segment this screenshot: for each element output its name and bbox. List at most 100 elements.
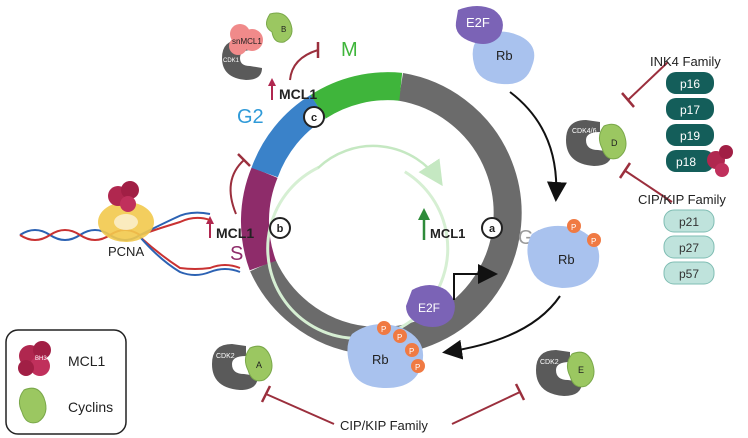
cdk46-cyclind-complex: CDK4/6 D xyxy=(566,120,627,166)
cipkip-family-right: CIP/KIP Family p21 p27 p57 xyxy=(638,192,726,285)
ink4-item-p18 xyxy=(666,150,714,172)
cipkip-item-p57 xyxy=(663,261,715,285)
mcl1-bound-p18-icon xyxy=(707,145,733,177)
marker-a: a xyxy=(481,217,503,239)
s-phase-arc xyxy=(240,167,278,271)
g2-mcl1: MCL1 xyxy=(268,42,320,102)
cdk2-cyclinE-complex: CDK2 E xyxy=(536,350,595,396)
cyclin-a-icon xyxy=(244,345,273,382)
rb-hyperphospho-arrow xyxy=(442,295,561,360)
cipkip-item-p21 xyxy=(663,209,715,233)
e2f-bottom-icon xyxy=(406,285,455,327)
phospho-label: P xyxy=(571,223,576,232)
cdk2-a-label: CDK2 xyxy=(216,353,235,360)
g2-mcl1-label: MCL1 xyxy=(279,86,317,102)
cyclin-b-icon xyxy=(266,12,293,43)
m-phase-arc xyxy=(310,72,403,119)
ink4-item-p16 xyxy=(666,72,714,94)
phase-label-m: M xyxy=(341,39,358,61)
ink4-item-p18-label: p18 xyxy=(676,155,696,169)
phase-label-s: S xyxy=(230,243,243,265)
cipkip-right-title: CIP/KIP Family xyxy=(638,192,726,207)
rb-top-label: Rb xyxy=(496,48,513,63)
cyclin-e-icon xyxy=(566,351,595,388)
legend-mcl1-label: MCL1 xyxy=(68,353,106,369)
legend-cyclins-label: Cyclins xyxy=(68,399,113,415)
cipkip-item-p27 xyxy=(663,235,715,259)
cipkip-item-p27-label: p27 xyxy=(679,241,699,255)
cdk1-label: CDK1 xyxy=(223,58,240,64)
s-mcl1-label: MCL1 xyxy=(216,225,254,241)
marker-c-label: c xyxy=(311,112,317,124)
rb-release-arrow xyxy=(509,91,567,202)
marker-b-label: b xyxy=(277,223,284,235)
pcna-label: PCNA xyxy=(108,244,144,259)
cdk2-a-icon xyxy=(212,344,258,390)
phospho-icon xyxy=(411,359,425,373)
cdk2-cyclina-complex: CDK2 A xyxy=(212,344,273,390)
cipkip-item-p57-label: p57 xyxy=(679,267,699,281)
rb-top-icon xyxy=(472,31,535,85)
e2f-top-icon xyxy=(455,6,503,44)
cipkip-item-p21-label: p21 xyxy=(679,215,699,229)
e2f-bottom: E2F xyxy=(406,264,498,327)
cipkip-bottom-title: CIP/KIP Family xyxy=(340,418,428,433)
rb-bottom-label: Rb xyxy=(372,352,389,367)
cdk46-icon xyxy=(566,120,612,166)
cyclin-d-label: D xyxy=(611,138,618,148)
legend-cyclin-icon xyxy=(18,387,47,424)
marker-b: b xyxy=(269,217,291,239)
cyclin-b-label: B xyxy=(281,25,286,34)
rb-phosphorylated-mid: Rb P P xyxy=(527,219,601,288)
phospho-icon xyxy=(587,233,601,247)
marker-c: c xyxy=(303,106,325,128)
legend-mcl1-icon xyxy=(18,341,51,376)
dna-replication-fork: PCNA xyxy=(19,181,241,276)
e2f-top-label: E2F xyxy=(466,15,490,30)
e2f-rb-top-complex: E2F Rb xyxy=(455,6,535,85)
phospho-icon xyxy=(393,329,407,343)
rb-mid-icon xyxy=(527,225,600,288)
center-mcl1-label: MCL1 xyxy=(430,226,465,241)
inner-cycle-arrow-2 xyxy=(317,144,443,187)
cipkip-family-bottom: CIP/KIP Family xyxy=(260,383,526,433)
rb-mid-label: Rb xyxy=(558,252,575,267)
cdk1-snmcl1-cyclinb-complex: CDK1 snMCL1 B xyxy=(222,12,293,80)
phospho-label: P xyxy=(397,333,402,342)
phospho-label: P xyxy=(591,237,596,246)
ink4-item-p19 xyxy=(666,124,714,146)
legend-box xyxy=(5,329,127,435)
mcl1-protein-on-pcna-icon xyxy=(108,181,139,212)
ink4-inhibition-line xyxy=(627,61,669,101)
snmcl1-label: snMCL1 xyxy=(232,37,262,46)
cdk2-e-icon xyxy=(536,350,582,396)
phospho-icon xyxy=(405,343,419,357)
phase-label-g2: G2 xyxy=(237,106,264,128)
phospho-label: P xyxy=(381,325,386,334)
legend-bh3-label: BH3-cleft xyxy=(35,356,60,362)
phospho-icon xyxy=(377,321,391,335)
cdk46-label: CDK4/6 xyxy=(572,128,597,135)
cell-cycle-ring xyxy=(240,72,522,356)
marker-a-label: a xyxy=(489,223,496,235)
cipkip-bottom-inhibition-right xyxy=(451,391,521,425)
ink4-item-p17 xyxy=(666,98,714,120)
rb-hyperphosphorylated-bottom: Rb P P P P xyxy=(347,321,425,388)
cyclin-d-icon xyxy=(598,123,627,160)
center-mcl1: MCL1 xyxy=(418,208,465,241)
ink4-item-p17-label: p17 xyxy=(680,103,700,117)
legend: BH3-cleft MCL1 Cyclins xyxy=(5,329,127,435)
cyclin-a-label: A xyxy=(256,360,262,370)
ink4-item-p19-label: p19 xyxy=(680,129,700,143)
s-mcl1: MCL1 xyxy=(206,153,254,241)
ink4-title: INK4 Family xyxy=(650,54,721,69)
phospho-label: P xyxy=(409,347,414,356)
cipkip-right-inhibition-line xyxy=(623,169,673,203)
e2f-bottom-label: E2F xyxy=(418,301,440,315)
phospho-icon xyxy=(567,219,581,233)
ink4-item-p16-label: p16 xyxy=(680,77,700,91)
cdk2-e-label: CDK2 xyxy=(540,359,559,366)
phospho-label: P xyxy=(415,363,420,372)
